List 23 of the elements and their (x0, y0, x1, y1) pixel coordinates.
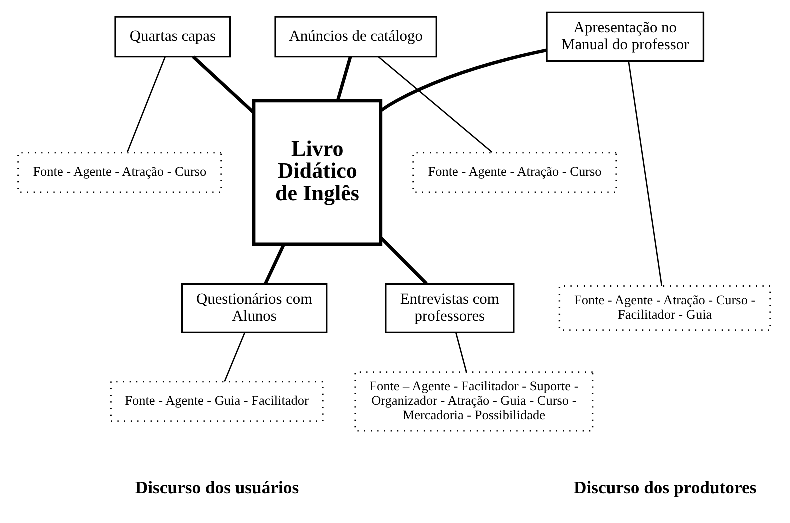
node-box: Fonte - Agente - Atração - Curso (18, 152, 222, 194)
label: Discurso dos produtores (574, 478, 757, 498)
node-box: Livro Didático de Inglês (252, 99, 383, 246)
node-box: Quartas capas (114, 16, 232, 58)
node-box: Apresentação no Manual do professor (546, 12, 705, 62)
node-box: Entrevistas com professores (385, 283, 515, 334)
connector (628, 61, 663, 286)
connector (380, 236, 428, 286)
node-box: Questionários com Alunos (181, 283, 328, 334)
connector (378, 56, 493, 153)
connector (380, 48, 548, 112)
connector (224, 332, 246, 382)
node-box: Fonte - Agente - Atração - Curso - Facilitador - Guia (558, 286, 772, 332)
connector (264, 244, 286, 285)
connector (456, 332, 468, 372)
node-box: Fonte - Agente - Guia - Facilitador (110, 380, 324, 422)
connector (192, 56, 256, 114)
label: Discurso dos usuários (135, 478, 300, 498)
connector (336, 56, 352, 102)
node-box: Anúncios de catálogo (274, 16, 438, 58)
node-box: Fonte – Agente - Facilitador - Suporte - Organizador - Atração - Guia - Curso - Mercadoria - Possibilidade (354, 372, 594, 432)
node-box: Fonte - Agente - Atração - Curso (412, 152, 618, 194)
connector (126, 56, 166, 153)
